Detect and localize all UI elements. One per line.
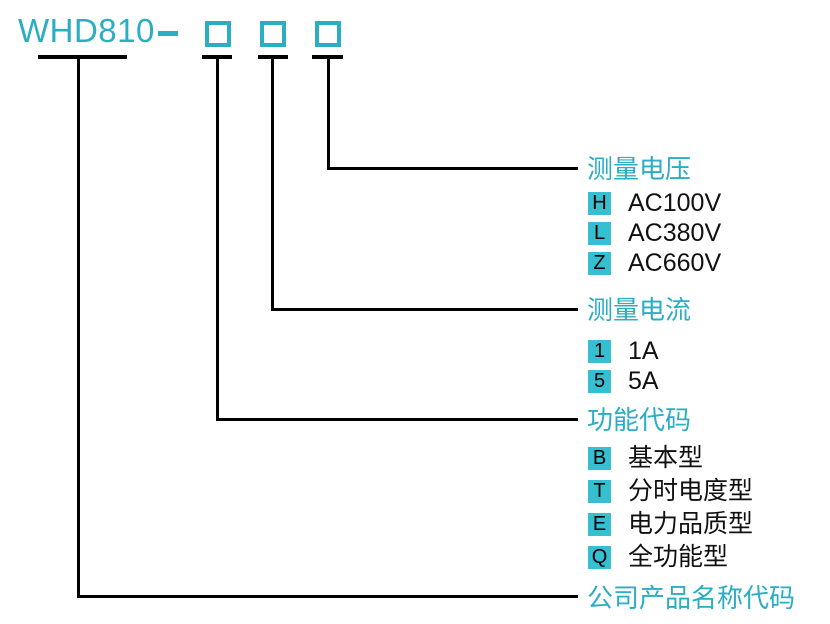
connector-vertical-voltage: [327, 57, 330, 170]
list-item: Z AC660V: [588, 249, 722, 277]
code-badge: L: [588, 222, 611, 245]
code-badge: 1: [588, 340, 611, 363]
connector-horizontal-function: [216, 418, 578, 421]
item-list-voltage: H AC100V L AC380V Z AC660V: [588, 189, 722, 277]
code-badge: B: [588, 447, 611, 470]
model-code-box-voltage: [315, 21, 341, 47]
item-label: 基本型: [628, 444, 704, 472]
list-item: H AC100V: [588, 189, 722, 217]
list-item: B 基本型: [588, 444, 753, 472]
code-badge: 5: [588, 370, 611, 393]
connector-vertical-current: [271, 57, 274, 311]
code-badge: H: [588, 192, 611, 215]
section-title-function: 功能代码: [587, 405, 692, 435]
list-item: E 电力品质型: [588, 510, 754, 538]
model-dash-separator: [158, 31, 178, 36]
list-item: 5 5A: [588, 367, 659, 395]
model-code-box-current: [260, 21, 286, 47]
model-underline: [38, 55, 127, 59]
item-label: AC660V: [628, 249, 722, 277]
connector-horizontal-voltage: [327, 167, 578, 170]
code-badge: T: [588, 480, 611, 503]
item-list-current: 1 1A 5 5A: [588, 337, 659, 395]
item-label: 1A: [628, 337, 659, 365]
connector-horizontal-current: [271, 308, 578, 311]
list-item: 1 1A: [588, 337, 659, 365]
section-title-voltage: 测量电压: [587, 154, 692, 184]
code-badge: Q: [588, 546, 611, 569]
model-name: WHD810: [18, 12, 155, 49]
list-item: L AC380V: [588, 219, 722, 247]
list-item: T 分时电度型: [588, 477, 754, 505]
section-title-company: 公司产品名称代码: [587, 583, 796, 613]
item-label: 分时电度型: [628, 477, 754, 505]
code-badge: Z: [588, 252, 611, 275]
connector-vertical-company: [77, 57, 80, 598]
item-label: 全功能型: [628, 543, 729, 571]
list-item: Q 全功能型: [588, 543, 753, 571]
code-badge: E: [588, 513, 611, 536]
item-label: 5A: [628, 367, 659, 395]
item-list-function: B 基本型 T 分时电度型 E 电力品质型 Q 全功能型: [588, 444, 754, 571]
item-label: 电力品质型: [628, 510, 754, 538]
connector-vertical-function: [216, 57, 219, 421]
model-code-box-function: [205, 21, 231, 47]
item-label: AC380V: [628, 219, 722, 247]
section-title-current: 测量电流: [587, 295, 692, 325]
connector-horizontal-company: [77, 595, 578, 598]
item-label: AC100V: [628, 189, 722, 217]
